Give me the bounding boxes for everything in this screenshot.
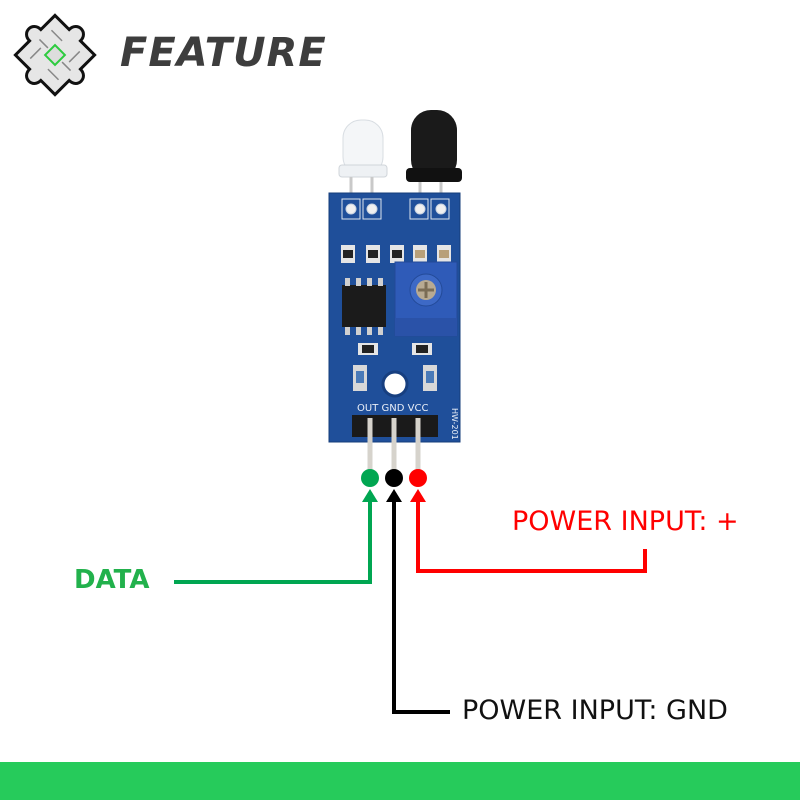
gnd-pin-label: POWER INPUT: GND — [462, 695, 728, 726]
data-connector — [174, 469, 379, 584]
data-pin-marker — [361, 469, 379, 487]
gnd-connector — [385, 469, 450, 714]
comparator-ic — [342, 278, 386, 335]
footer-bar — [0, 762, 800, 800]
vcc-pin-label: POWER INPUT: + — [512, 506, 739, 537]
vcc-connector — [409, 469, 647, 573]
board-label: HW-201 — [450, 408, 459, 440]
indicator-leds — [353, 365, 437, 391]
data-pin-label: DATA — [74, 565, 150, 595]
header-title: FEATURE — [120, 30, 327, 76]
data-arrow-icon — [362, 489, 378, 502]
gnd-pin-marker — [385, 469, 403, 487]
pin-silkscreen: OUT GND VCC — [357, 403, 428, 414]
vcc-arrow-icon — [410, 489, 426, 502]
gnd-arrow-icon — [386, 489, 402, 502]
potentiometer — [394, 261, 458, 337]
mounting-hole — [381, 370, 409, 398]
vcc-pin-marker — [409, 469, 427, 487]
